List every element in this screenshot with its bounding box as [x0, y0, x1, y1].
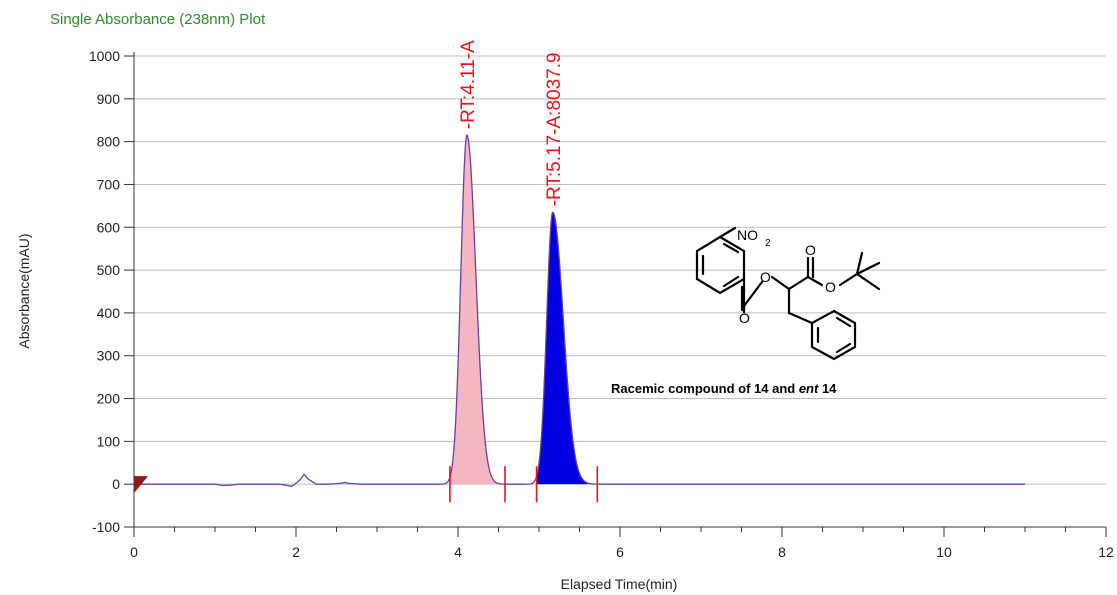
x-tick-label: 12	[1098, 544, 1114, 560]
peak-fill	[449, 135, 505, 485]
y-tick-label: 0	[112, 476, 120, 492]
no2-label: NO	[737, 227, 758, 243]
x-axis-label: Elapsed Time(min)	[561, 576, 678, 592]
y-tick-labels: -100 0 100 200 300 400 500 600 700 800 900 1000	[89, 48, 120, 535]
x-tick-label: 6	[616, 544, 624, 560]
carbonyl-o-label: O	[739, 310, 750, 326]
compound-caption: Racemic compound of 14 and ent 14	[611, 381, 837, 396]
y-axis-label: Absorbance(mAU)	[16, 233, 32, 348]
y-tick-label: 200	[97, 391, 121, 407]
peak-label: -RT:5.17-A:8037.9	[544, 52, 565, 206]
y-tick-label: 900	[97, 91, 121, 107]
y-tick-label: -100	[92, 519, 120, 535]
y-tick-label: 100	[97, 433, 121, 449]
y-tick-label: 400	[97, 305, 121, 321]
axes	[124, 52, 1107, 537]
peak-labels: -RT:4.11-A -RT:5.17-A:8037.9	[458, 40, 565, 206]
y-tick-label: 1000	[89, 48, 120, 64]
chemical-structure	[695, 226, 881, 361]
y-tick-label: 600	[97, 219, 121, 235]
x-tick-label: 4	[454, 544, 462, 560]
plot-title: Single Absorbance (238nm) Plot	[50, 11, 266, 28]
ester2-carbonyl-o-label: O	[805, 242, 816, 258]
ester2-o-label: O	[825, 279, 836, 295]
y-tick-label: 700	[97, 176, 121, 192]
ester-o-label: O	[760, 269, 771, 285]
trace	[134, 134, 1025, 487]
no2-subscript: 2	[765, 238, 771, 249]
x-tick-labels: 0 2 4 6 8 10 12	[130, 544, 1114, 560]
grid-lines	[134, 55, 1106, 485]
y-tick-label: 300	[97, 348, 121, 364]
x-tick-label: 0	[130, 544, 138, 560]
x-tick-label: 8	[778, 544, 786, 560]
x-tick-label: 10	[936, 544, 952, 560]
peak-fills	[449, 135, 598, 485]
start-marker	[134, 476, 148, 494]
integration-markers	[134, 466, 599, 503]
chromatogram-trace	[134, 134, 1025, 487]
peak-fill	[536, 212, 598, 485]
y-tick-label: 500	[97, 262, 121, 278]
y-tick-label: 800	[97, 134, 121, 150]
peak-label: -RT:4.11-A	[458, 40, 479, 129]
x-tick-label: 2	[292, 544, 300, 560]
structure-atom-labels: NO 2 O O O O	[737, 227, 836, 326]
